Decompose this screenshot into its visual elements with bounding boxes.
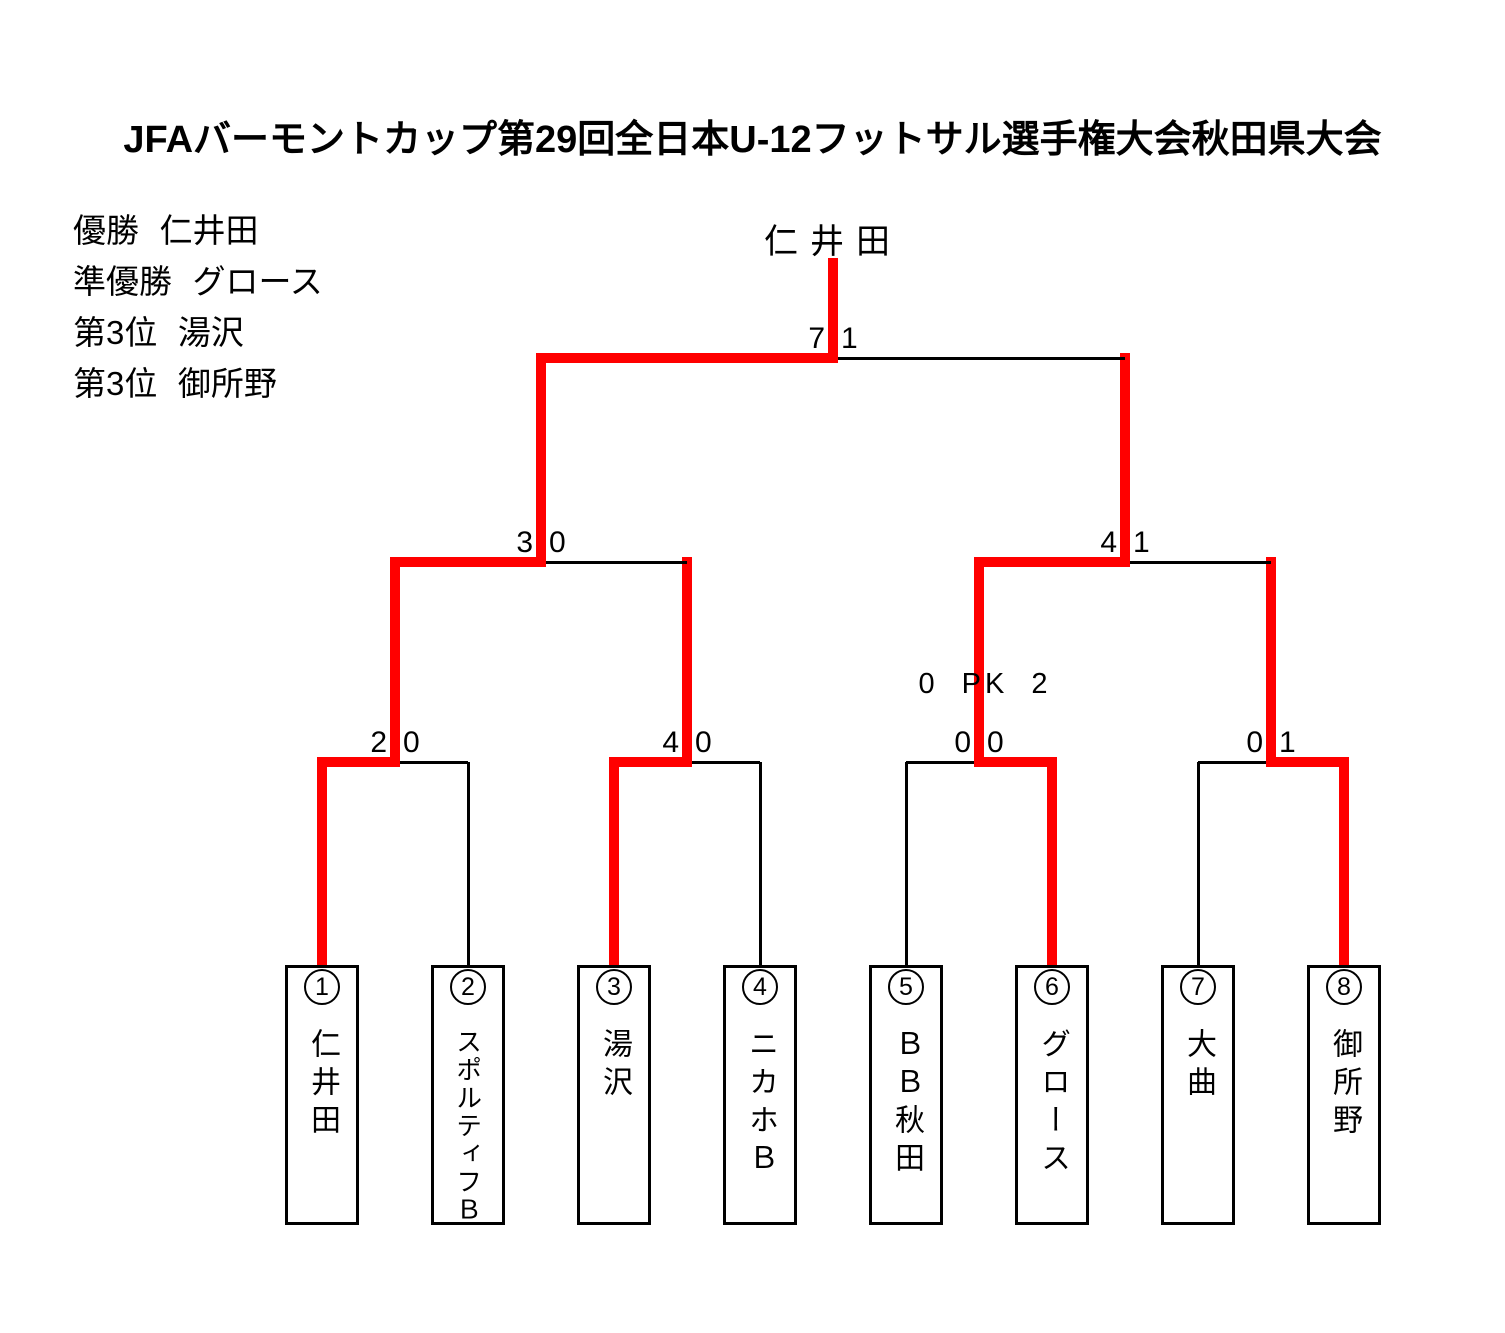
team-name-vertical: 御所野 (1328, 1028, 1361, 1142)
standing-rank: 第3位 (73, 314, 158, 351)
standing-rank: 準優勝 (73, 263, 172, 300)
team-connector (467, 762, 470, 965)
team-connector (759, 762, 762, 965)
team-seed-number: 7 (1180, 969, 1216, 1005)
standings-list: 優勝仁井田準優勝グロース第3位湯沢第3位御所野 (73, 212, 323, 416)
penalty-note: 0 PK 2 (918, 668, 1052, 700)
match-score-left: 3 (516, 526, 533, 559)
qf-line-left (906, 761, 979, 764)
team-name-vertical: 湯沢 (598, 1028, 631, 1104)
team-name-vertical: ＢＢ秋田 (890, 1028, 923, 1180)
match-score-right: 1 (1133, 526, 1150, 559)
standing-row: 第3位御所野 (73, 365, 323, 403)
winner-path-segment (1266, 557, 1276, 767)
match-score-left: 4 (662, 726, 679, 759)
qf-line-right (395, 761, 468, 764)
standing-row: 優勝仁井田 (73, 212, 323, 250)
standing-team: 御所野 (177, 365, 277, 402)
winner-path-segment (390, 557, 400, 767)
match-score-right: 1 (841, 322, 858, 355)
team-box (431, 965, 505, 1225)
team-box (285, 965, 359, 1225)
match-score-left: 4 (1100, 526, 1117, 559)
team-seed-number: 6 (1034, 969, 1070, 1005)
team-name-vertical: 大曲 (1182, 1028, 1215, 1104)
team-seed-number: 8 (1326, 969, 1362, 1005)
standing-team: グロース (192, 263, 323, 300)
champion-path-segment (828, 258, 838, 363)
team-box (577, 965, 651, 1225)
final-line-right (833, 357, 1125, 360)
standing-rank: 優勝 (73, 212, 139, 249)
team-connector (905, 762, 908, 965)
winner-path-segment (1120, 353, 1130, 567)
standing-row: 準優勝グロース (73, 263, 323, 301)
winner-path-segment (317, 757, 327, 965)
winner-path-segment (317, 757, 400, 767)
standing-team: 仁井田 (159, 212, 259, 249)
winner-path-segment (536, 353, 546, 567)
team-box (1161, 965, 1235, 1225)
winner-path-segment (536, 353, 838, 363)
team-seed-number: 4 (742, 969, 778, 1005)
qf-line-right (687, 761, 760, 764)
winner-path-segment (609, 757, 619, 965)
standing-rank: 第3位 (73, 365, 158, 402)
match-score-right: 0 (987, 726, 1004, 759)
match-score-left: 0 (954, 726, 971, 759)
team-seed-number: 3 (596, 969, 632, 1005)
team-name-vertical: ニカホＢ (744, 1028, 777, 1180)
match-score-left: 0 (1246, 726, 1263, 759)
team-name-vertical: スポルティフＢ (452, 1028, 483, 1224)
winner-path-segment (390, 557, 546, 567)
team-box (869, 965, 943, 1225)
sf-line-right (1125, 561, 1271, 564)
match-score-left: 7 (808, 322, 825, 355)
team-seed-number: 2 (450, 969, 486, 1005)
match-score-right: 0 (549, 526, 566, 559)
qf-line-left (1198, 761, 1271, 764)
page-title: JFAバーモントカップ第29回全日本U-12フットサル選手権大会秋田県大会 (123, 119, 1382, 161)
winner-path-segment (974, 557, 984, 767)
winner-path-segment (682, 557, 692, 767)
winner-path-segment (609, 757, 692, 767)
winner-path-segment (974, 757, 1057, 767)
match-score-left: 2 (370, 726, 387, 759)
team-name-vertical: 仁井田 (306, 1028, 339, 1142)
team-box (723, 965, 797, 1225)
team-connector (1197, 762, 1200, 965)
match-score-right: 1 (1279, 726, 1296, 759)
team-seed-number: 1 (304, 969, 340, 1005)
team-seed-number: 5 (888, 969, 924, 1005)
match-score-right: 0 (403, 726, 420, 759)
winner-path-segment (1339, 757, 1349, 965)
standing-row: 第3位湯沢 (73, 314, 323, 352)
team-box (1015, 965, 1089, 1225)
winner-path-segment (974, 557, 1130, 567)
winner-path-segment (1266, 757, 1349, 767)
team-name-vertical: グロース (1036, 1028, 1069, 1180)
winner-path-segment (1047, 757, 1057, 965)
champion-name: 仁井田 (764, 223, 902, 261)
match-score-right: 0 (695, 726, 712, 759)
standing-team: 湯沢 (177, 314, 244, 351)
team-box (1307, 965, 1381, 1225)
sf-line-right (541, 561, 687, 564)
